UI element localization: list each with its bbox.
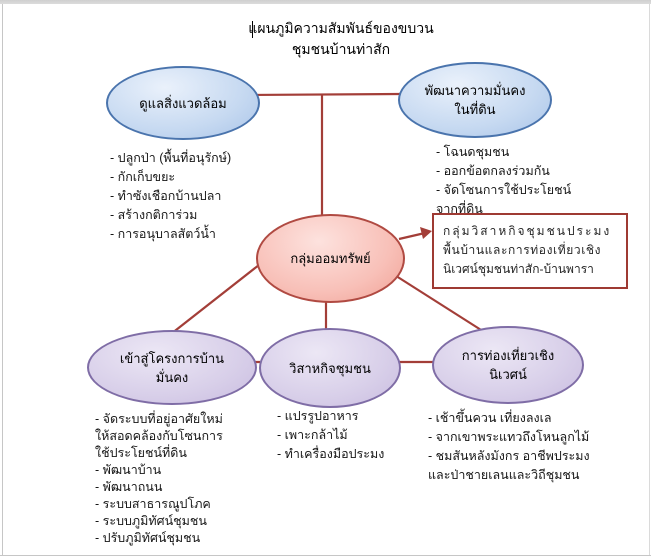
connector-center-callout [398,231,426,241]
node-housing-label1: เข้าสู่โครงการบ้าน [119,350,225,366]
node-land-security-label1: พัฒนาความมั่นคง [424,83,526,98]
connector-center-housing [161,260,265,342]
list-item: - โฉนดชุมชน [436,145,510,159]
list-item: จากที่ดิน [436,202,483,216]
node-land-security-label2: ในที่ดิน [454,102,496,117]
node-ecotourism-label2: นิเวศน์ [489,367,527,382]
callout-line3: นิเวศน์ชุมชนท่าสัก-บ้านพารา [443,262,594,276]
list-item: - ปรับภูมิทัศน์ชุมชน [95,531,201,545]
list-housing[interactable]: - จัดระบบที่อยู่อาศัยใหม่ ให้สอดคล้องกับ… [95,411,223,547]
list-item: ให้สอดคล้องกับโซนการ [95,429,223,443]
node-ecotourism-label1: การท่องเที่ยวเชิง [461,348,555,363]
callout-line2: พื้นบ้านและการท่องเที่ยวเชิง [443,243,602,257]
arrowhead-icon [420,227,432,239]
list-item: - ชมสันหลังมังกร อาชีพประมง [428,449,590,463]
list-item: และป่าชายเลนและวิถีชุมชน [428,468,580,482]
list-item: - ระบบภูมิทัศน์ชุมชน [95,514,207,528]
list-land-security[interactable]: - โฉนดชุมชน - ออกข้อตกลงร่วมกัน - จัดโซน… [436,143,571,219]
page-edge-right [649,4,650,556]
list-environment[interactable]: - ปลูกป่า (พื้นที่อนุรักษ์) - กักเก็บขยะ… [110,149,231,244]
node-environment[interactable]: ดูแลสิ่งแวดล้อม [106,66,260,140]
list-item: - สร้างกติการ่วม [110,208,198,222]
node-enterprise[interactable]: วิสาหกิจชุมชน [259,328,401,408]
list-item: - แปรรูปอาหาร [277,409,359,423]
diagram-title[interactable]: แผนภูมิความสัมพันธ์ของขบวน ชุมชนบ้านท่าส… [181,18,501,60]
connector-env-land [246,92,401,97]
node-savings-group-label: กลุ่มออมทรัพย์ [290,251,371,266]
node-housing-label2: มั่นคง [155,369,189,385]
list-item: - พัฒนาถนน [95,480,163,494]
list-item: - ทำซังเชือกบ้านปลา [110,189,222,203]
page-edge-top [0,0,651,4]
node-ecotourism[interactable]: การท่องเที่ยวเชิง นิเวศน์ [432,326,584,404]
list-ecotourism[interactable]: - เช้าขึ้นควน เที่ยงลงเล - จากเขาพระแทวถ… [428,409,590,485]
diagram-title-line2: ชุมชนบ้านท่าสัก [291,41,391,57]
list-item: - ปลูกป่า (พื้นที่อนุรักษ์) [110,151,232,165]
callout-line1: กลุ่มวิสาหกิจชุมชนประมง [443,224,612,238]
page-edge-left [2,4,3,556]
node-environment-label: ดูแลสิ่งแวดล้อม [139,95,227,111]
node-housing[interactable]: เข้าสู่โครงการบ้าน มั่นคง [87,330,257,405]
list-item: ใช้ประโยชน์ที่ดิน [95,446,187,460]
list-item: - จัดโซนการใช้ประโยชน์ [436,183,572,197]
list-item: - จากเขาพระแทวถึงโหนลูกไม้ [428,430,590,444]
list-item: - เพาะกล้าไม้ [277,428,348,442]
list-enterprise[interactable]: - แปรรูปอาหาร - เพาะกล้าไม้ - ทำเครื่องม… [277,407,384,464]
list-item: - ออกข้อตกลงร่วมกัน [436,164,550,178]
list-item: - กักเก็บขยะ [110,170,176,184]
list-item: - การอนุบาลสัตว์น้ำ [110,227,216,241]
list-item: - ระบบสาธารณูปโภค [95,497,211,511]
diagram-title-line1: แผนภูมิความสัมพันธ์ของขบวน [248,20,434,36]
list-item: - เช้าขึ้นควน เที่ยงลงเล [428,411,552,425]
page-edge-bottom [0,555,651,556]
node-savings-group[interactable]: กลุ่มออมทรัพย์ [256,214,405,303]
callout-box[interactable]: กลุ่มวิสาหกิจชุมชนประมง พื้นบ้านและการท่… [432,213,628,289]
list-item: - พัฒนาบ้าน [95,463,162,477]
list-item: - จัดระบบที่อยู่อาศัยใหม่ [95,412,223,426]
list-item: - ทำเครื่องมือประมง [277,447,385,461]
text-cursor [252,21,253,38]
node-land-security[interactable]: พัฒนาความมั่นคง ในที่ดิน [398,62,552,138]
node-enterprise-label: วิสาหกิจชุมชน [289,360,371,376]
